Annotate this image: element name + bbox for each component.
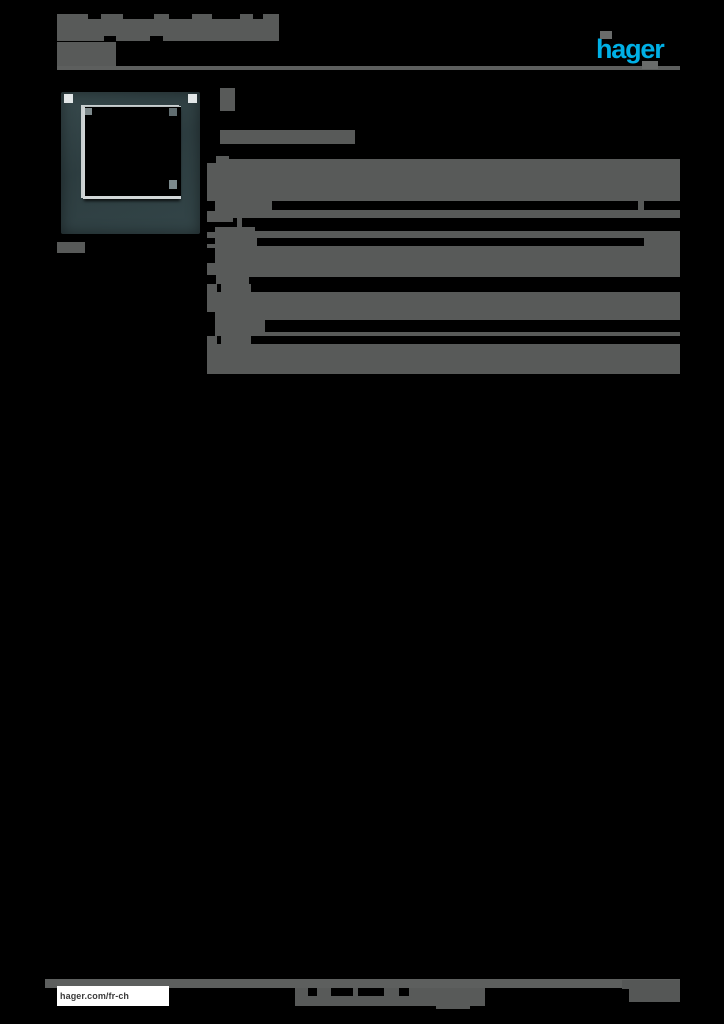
row-gap: [207, 275, 216, 284]
footer-page-number: [622, 980, 680, 1002]
title-gap: [212, 14, 240, 19]
product-image-caption: [57, 242, 85, 253]
table-row-value: [249, 277, 680, 284]
frame-corner-top-right: [188, 94, 197, 103]
table-row-label: [207, 156, 279, 201]
table-row: [207, 320, 680, 336]
cover-frame-aperture: [83, 106, 181, 199]
specification-table: [207, 156, 680, 374]
row-gap: [207, 257, 215, 263]
page-title: [57, 14, 279, 41]
frame-clip-bottom-right: [169, 180, 177, 189]
row-tick: [207, 336, 217, 344]
row-tick: [221, 284, 251, 292]
product-sku: [57, 42, 116, 67]
title-gap: [253, 14, 263, 19]
table-row: [207, 201, 680, 218]
logo-artifact: [642, 61, 658, 69]
footer-gap: [308, 988, 317, 996]
table-row-separator: [207, 284, 680, 292]
row-tick: [207, 284, 217, 292]
table-row: [207, 238, 680, 257]
page-title-line-2: [57, 23, 279, 41]
title-gap: [88, 14, 101, 19]
row-gap: [207, 320, 215, 336]
title-gap: [150, 36, 163, 41]
frame-clip-top-left: [85, 108, 92, 115]
hager-logo-text: hager: [596, 34, 665, 64]
table-row-value: [272, 201, 638, 210]
footer-url-link[interactable]: hager.com/fr-ch: [57, 986, 169, 1006]
row-gap: [207, 156, 216, 163]
table-row-label: [207, 320, 279, 336]
table-row-label: [207, 344, 279, 374]
footer-subtext: [436, 1002, 470, 1009]
row-tick: [207, 218, 233, 222]
page-header: hager: [57, 14, 680, 70]
logo-artifact: [600, 31, 612, 39]
table-row: [207, 227, 680, 238]
frame-clip-top-right: [169, 108, 177, 116]
hager-logo: hager: [596, 31, 676, 69]
frame-corner-top-left: [64, 94, 73, 103]
header-divider: [57, 66, 680, 70]
title-gap: [169, 14, 192, 19]
category-icon: [220, 88, 235, 111]
row-gap: [255, 227, 680, 231]
footer-divider: [45, 979, 680, 988]
cover-frame-body: [61, 92, 200, 234]
footer-gap: [399, 988, 409, 996]
row-gap: [207, 312, 215, 320]
row-tick: [221, 336, 251, 344]
table-row-label: [207, 292, 279, 320]
table-row: [207, 344, 680, 374]
table-row: [207, 292, 680, 320]
table-row-value: [265, 320, 680, 332]
page-number-gap: [622, 989, 629, 1002]
footer-gap: [331, 988, 353, 996]
table-row: [207, 156, 680, 201]
table-row-separator: [207, 336, 680, 344]
footer-gap: [358, 988, 384, 996]
product-image: [57, 90, 202, 253]
footer-url-text: hager.com/fr-ch: [60, 991, 130, 1001]
table-row: [207, 257, 680, 284]
section-heading: [220, 130, 355, 144]
page-footer: hager.com/fr-ch: [45, 979, 680, 1019]
table-row-separator: [207, 218, 680, 227]
row-gap: [207, 238, 215, 244]
row-gap: [207, 227, 215, 232]
row-gap: [644, 201, 680, 210]
row-gap: [207, 201, 215, 211]
row-gap: [229, 156, 680, 159]
title-gap: [104, 36, 116, 41]
table-row-label: [207, 227, 279, 238]
table-row-label: [207, 201, 279, 218]
page-title-line-1: [57, 14, 279, 23]
row-gap: [207, 248, 215, 257]
table-row-value: [257, 238, 644, 246]
row-tick: [237, 218, 242, 227]
footer-center-text: [295, 988, 485, 1009]
title-gap: [123, 14, 154, 19]
